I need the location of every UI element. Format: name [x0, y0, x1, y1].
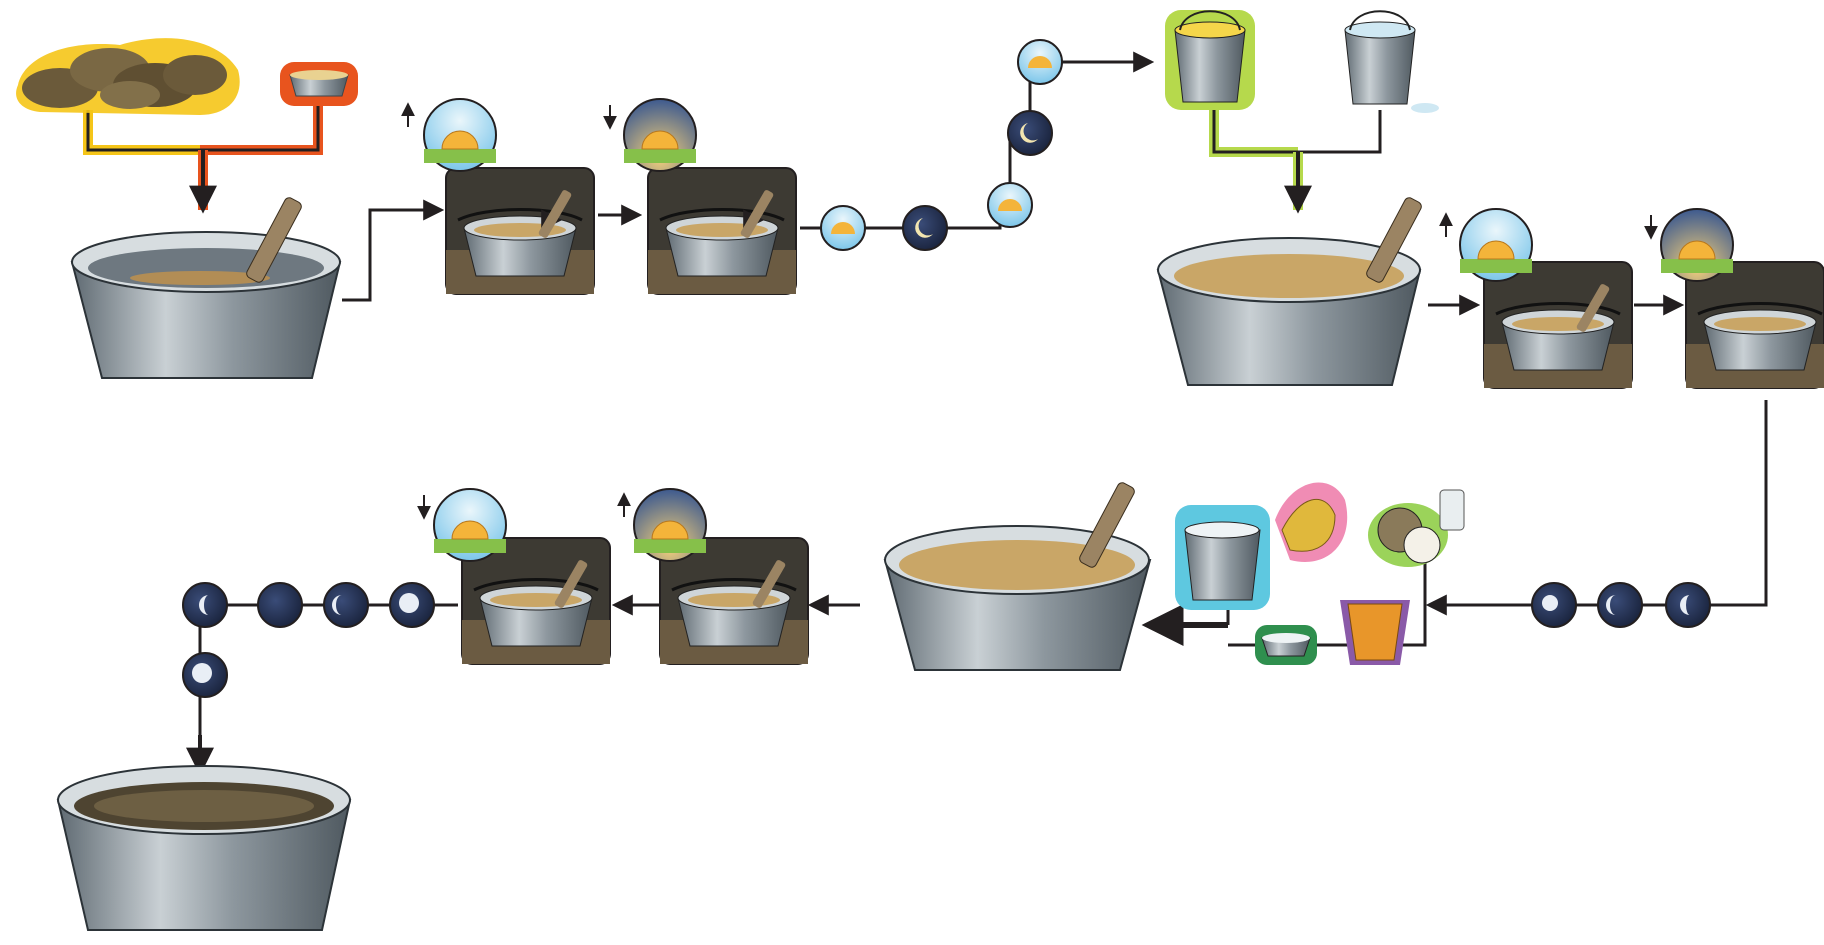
- moon-phase-icon: [1597, 582, 1643, 628]
- jelly-icon: [1340, 600, 1410, 665]
- stone-heap-icon: [16, 38, 240, 115]
- sun-set-icon-1: [603, 98, 697, 172]
- cycle-line-1: [800, 51, 1155, 230]
- stir-basin-sunset-1: [647, 167, 797, 295]
- sun-rise-icon-1: [401, 98, 497, 172]
- sun-moon-cycle-1: [820, 39, 1063, 251]
- moon-phase-icon: [1531, 582, 1577, 628]
- stir-basin-sunrise-3: [659, 537, 809, 665]
- sun-rise-icon-3: [617, 488, 707, 562]
- moon-phase-icon: [257, 582, 303, 628]
- connector-stones: [83, 110, 200, 155]
- connector-right-down: [1740, 400, 1768, 607]
- moon-phase-icon: [182, 652, 228, 698]
- three-nights: [1531, 582, 1711, 628]
- sun-icon: [820, 205, 866, 251]
- bucket-yellow-liquid: [1165, 10, 1255, 110]
- bucket-water: [1344, 10, 1439, 113]
- small-bowl-icon: [1255, 625, 1317, 665]
- stir-basin-sunrise-2: [1483, 261, 1633, 389]
- mixing-basin-3: [883, 482, 1152, 671]
- sun-icon: [987, 182, 1033, 228]
- arrow-to-stir-1: [342, 199, 445, 302]
- moon-icon: [1007, 110, 1053, 156]
- mixing-basin-2: [1156, 197, 1422, 386]
- final-basin: [56, 765, 352, 931]
- moon-phase-icon: [1665, 582, 1711, 628]
- sun-rise-icon-2: [1439, 208, 1533, 282]
- small-bowl-icon: [280, 62, 358, 106]
- moon-phase-icon: [182, 582, 228, 628]
- sun-set-icon-2: [1644, 208, 1734, 282]
- moon-phase-icon: [323, 582, 369, 628]
- moon-phase-icon: [389, 582, 435, 628]
- coconut-icon: [1368, 489, 1465, 567]
- sun-icon: [1017, 39, 1063, 85]
- ingredients-cluster: [1175, 482, 1465, 665]
- stir-basin-sunrise-1: [445, 167, 595, 295]
- mixing-basin-1: [70, 197, 342, 379]
- five-nights: [182, 582, 435, 698]
- stir-basin-sunset-2: [1685, 261, 1824, 389]
- moon-icon: [902, 205, 948, 251]
- sun-set-icon-3: [417, 488, 507, 562]
- stir-basin-sunset-3: [461, 537, 611, 665]
